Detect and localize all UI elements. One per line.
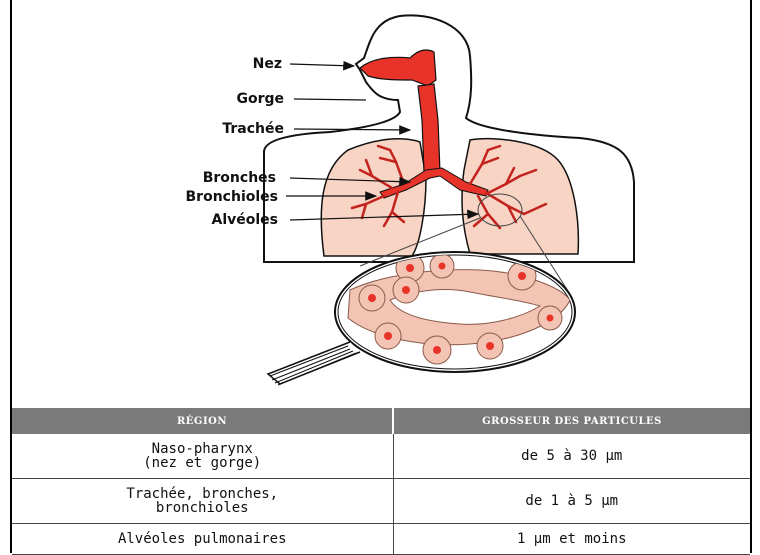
label-bronches: Bronches	[203, 170, 276, 186]
region-cell: Trachée, bronches, bronchioles	[12, 479, 393, 524]
table-row: Trachée, bronches, bronchioles de 1 à 5 …	[12, 479, 750, 524]
label-alveoles: Alvéoles	[212, 212, 279, 228]
region-line: Naso-pharynx	[12, 442, 393, 456]
size-cell: de 5 à 30 µm	[393, 434, 750, 479]
table-header-row: RÉGION GROSSEUR DES PARTICULES	[12, 408, 750, 434]
label-nez: Nez	[253, 56, 282, 72]
table-row: Alvéoles pulmonaires 1 µm et moins	[12, 524, 750, 555]
header-particle-size: GROSSEUR DES PARTICULES	[393, 408, 750, 434]
region-cell: Naso-pharynx (nez et gorge)	[12, 434, 393, 479]
size-cell: de 1 à 5 µm	[393, 479, 750, 524]
region-line: Trachée, bronches,	[12, 487, 393, 501]
region-line: bronchioles	[12, 501, 393, 515]
respiratory-diagram: Nez Gorge Trachée Bronches Bronchioles A…	[0, 0, 760, 408]
label-trachee: Trachée	[222, 121, 284, 137]
magnifying-glass	[268, 252, 575, 385]
region-cell: Alvéoles pulmonaires	[12, 524, 393, 555]
region-line: Alvéoles pulmonaires	[12, 532, 393, 546]
label-bronchioles: Bronchioles	[186, 189, 278, 205]
region-line: (nez et gorge)	[12, 456, 393, 470]
table-row: Naso-pharynx (nez et gorge) de 5 à 30 µm	[12, 434, 750, 479]
label-gorge: Gorge	[236, 91, 284, 107]
header-region: RÉGION	[12, 408, 393, 434]
particle-size-table: RÉGION GROSSEUR DES PARTICULES Naso-phar…	[12, 408, 750, 555]
size-cell: 1 µm et moins	[393, 524, 750, 555]
